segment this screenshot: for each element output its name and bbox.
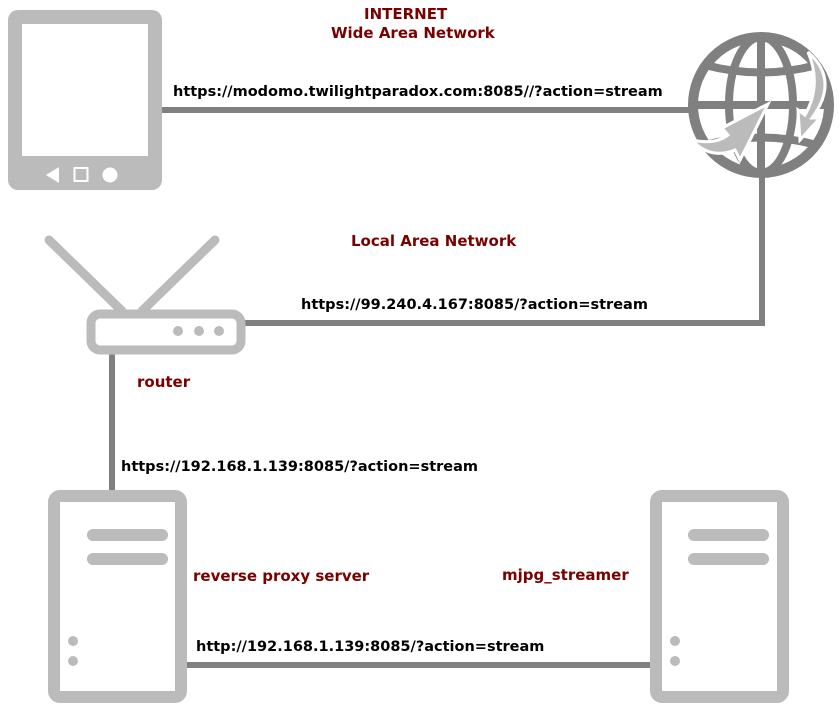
streamer-label: mjpg_streamer <box>502 566 629 584</box>
url-router-proxy: https://192.168.1.139:8085/?action=strea… <box>121 459 479 475</box>
connections <box>109 107 765 668</box>
router-label: router <box>137 373 191 391</box>
proxy-server-icon <box>48 490 187 703</box>
globe-icon <box>687 32 834 178</box>
url-globe-router: https://99.240.4.167:8085/?action=stream <box>301 297 648 313</box>
router-icon <box>44 235 246 355</box>
proxy-label: reverse proxy server <box>193 567 370 585</box>
url-tablet-globe: https://modomo.twilightparadox.com:8085/… <box>173 84 663 100</box>
url-proxy-streamer: http://192.168.1.139:8085/?action=stream <box>196 639 545 655</box>
link-globe-router <box>242 175 765 326</box>
streamer-server-icon <box>650 490 789 703</box>
zone-lan: Local Area Network <box>351 232 517 250</box>
zone-wan: Wide Area Network <box>331 24 495 42</box>
tablet-icon <box>8 10 162 190</box>
zone-internet: INTERNET <box>364 5 448 23</box>
